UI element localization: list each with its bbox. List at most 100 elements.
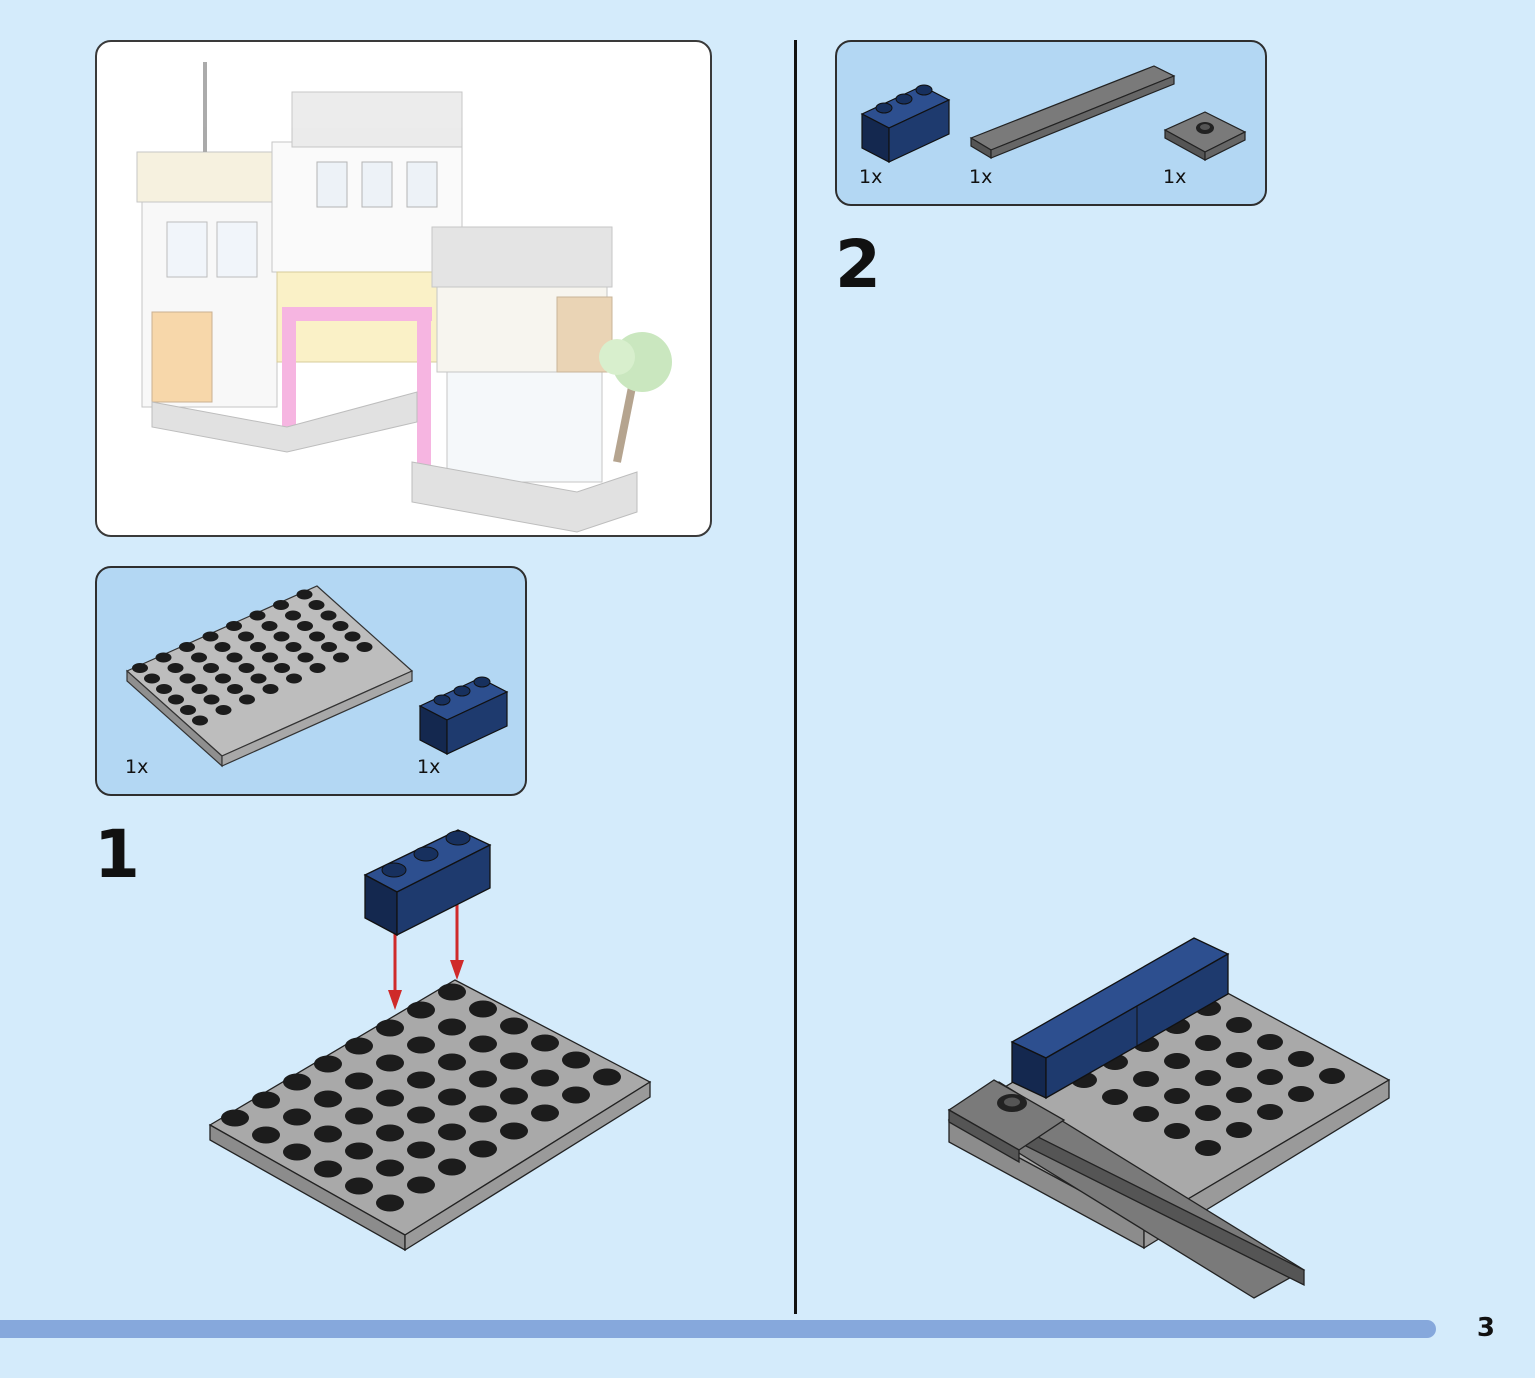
stud	[314, 1160, 342, 1178]
stud	[469, 1105, 497, 1123]
page-number: 3	[1476, 1313, 1495, 1343]
stud	[332, 621, 349, 631]
stud	[469, 1070, 497, 1088]
stud	[1257, 1034, 1283, 1050]
stud	[407, 1176, 435, 1194]
stud	[221, 1109, 249, 1127]
stud	[273, 600, 289, 610]
stud	[168, 694, 184, 705]
stud	[132, 663, 148, 673]
stud	[167, 663, 184, 673]
stud	[1319, 1068, 1345, 1084]
stud	[1257, 1104, 1283, 1120]
stud	[179, 642, 195, 652]
column-divider	[794, 40, 797, 1314]
qty-jumper: 1x	[1163, 166, 1187, 188]
stud	[1226, 1087, 1252, 1103]
qty-brick: 1x	[417, 756, 441, 778]
qty-brick: 1x	[859, 166, 883, 188]
stud	[376, 1159, 404, 1177]
stud	[297, 652, 314, 663]
stud	[252, 1091, 280, 1109]
blue-brick-part	[418, 676, 509, 755]
stud	[238, 631, 254, 642]
progress-bar	[0, 1320, 1436, 1338]
stud	[1226, 1052, 1252, 1068]
stud	[191, 652, 207, 663]
stud	[438, 1088, 466, 1106]
stud	[469, 1140, 497, 1158]
stud	[593, 1068, 621, 1086]
stud	[308, 600, 325, 610]
stud	[1195, 1140, 1221, 1156]
stud	[252, 1126, 280, 1144]
stud	[500, 1017, 528, 1035]
stud	[155, 652, 172, 663]
stud	[1133, 1071, 1159, 1087]
stud	[345, 1142, 373, 1160]
stud	[407, 1036, 435, 1054]
stud	[438, 1158, 466, 1176]
parts-callout-step-2: 1x 1x 1x	[835, 40, 1267, 206]
stud	[1164, 1088, 1190, 1104]
stud	[438, 1123, 466, 1141]
blue-brick-part	[860, 84, 951, 163]
stud	[356, 642, 373, 652]
stud	[500, 1122, 528, 1140]
stud	[407, 1141, 435, 1159]
stud	[438, 1018, 466, 1036]
stud	[345, 1037, 373, 1055]
stud	[314, 1125, 342, 1143]
stud	[333, 652, 349, 663]
stud	[285, 642, 302, 652]
stud	[1102, 1089, 1128, 1105]
stud	[262, 684, 279, 694]
stud	[407, 1071, 435, 1089]
stud	[407, 1106, 435, 1124]
stud	[274, 663, 290, 673]
stud	[262, 652, 278, 663]
stud	[531, 1034, 559, 1052]
stud	[438, 983, 466, 1001]
stud	[249, 610, 266, 621]
stud	[314, 1090, 342, 1108]
stud	[227, 684, 243, 694]
stud	[285, 610, 301, 621]
stud	[283, 1108, 311, 1126]
stud	[1195, 1105, 1221, 1121]
stud	[1164, 1123, 1190, 1139]
stud	[250, 673, 267, 684]
stud	[1288, 1086, 1314, 1102]
step-2-illustration	[947, 937, 1391, 1299]
stud	[202, 631, 219, 642]
stud	[376, 1054, 404, 1072]
stud	[286, 673, 302, 684]
stud	[562, 1051, 590, 1069]
step-1-illustration	[208, 829, 652, 1252]
stud	[345, 1177, 373, 1195]
stud	[144, 673, 160, 684]
stud	[215, 705, 232, 715]
dark-grey-tile-part	[969, 65, 1176, 160]
stud	[376, 1019, 404, 1037]
stud	[321, 642, 337, 652]
stud	[238, 663, 255, 673]
stud	[203, 663, 219, 673]
stud	[1288, 1051, 1314, 1067]
parts-callout-step-1: 1x 1x	[95, 566, 527, 796]
qty-tile: 1x	[969, 166, 993, 188]
stud	[261, 621, 278, 631]
stud	[203, 694, 220, 705]
stud	[438, 1053, 466, 1071]
stud	[531, 1069, 559, 1087]
stud	[344, 631, 361, 642]
grey-plate-part	[125, 585, 414, 768]
stud	[1257, 1069, 1283, 1085]
stud	[1226, 1122, 1252, 1138]
stud	[1195, 1070, 1221, 1086]
stud	[250, 642, 266, 652]
stud	[191, 684, 208, 694]
step-number-2: 2	[835, 226, 881, 303]
stud	[500, 1087, 528, 1105]
stud	[1226, 1017, 1252, 1033]
